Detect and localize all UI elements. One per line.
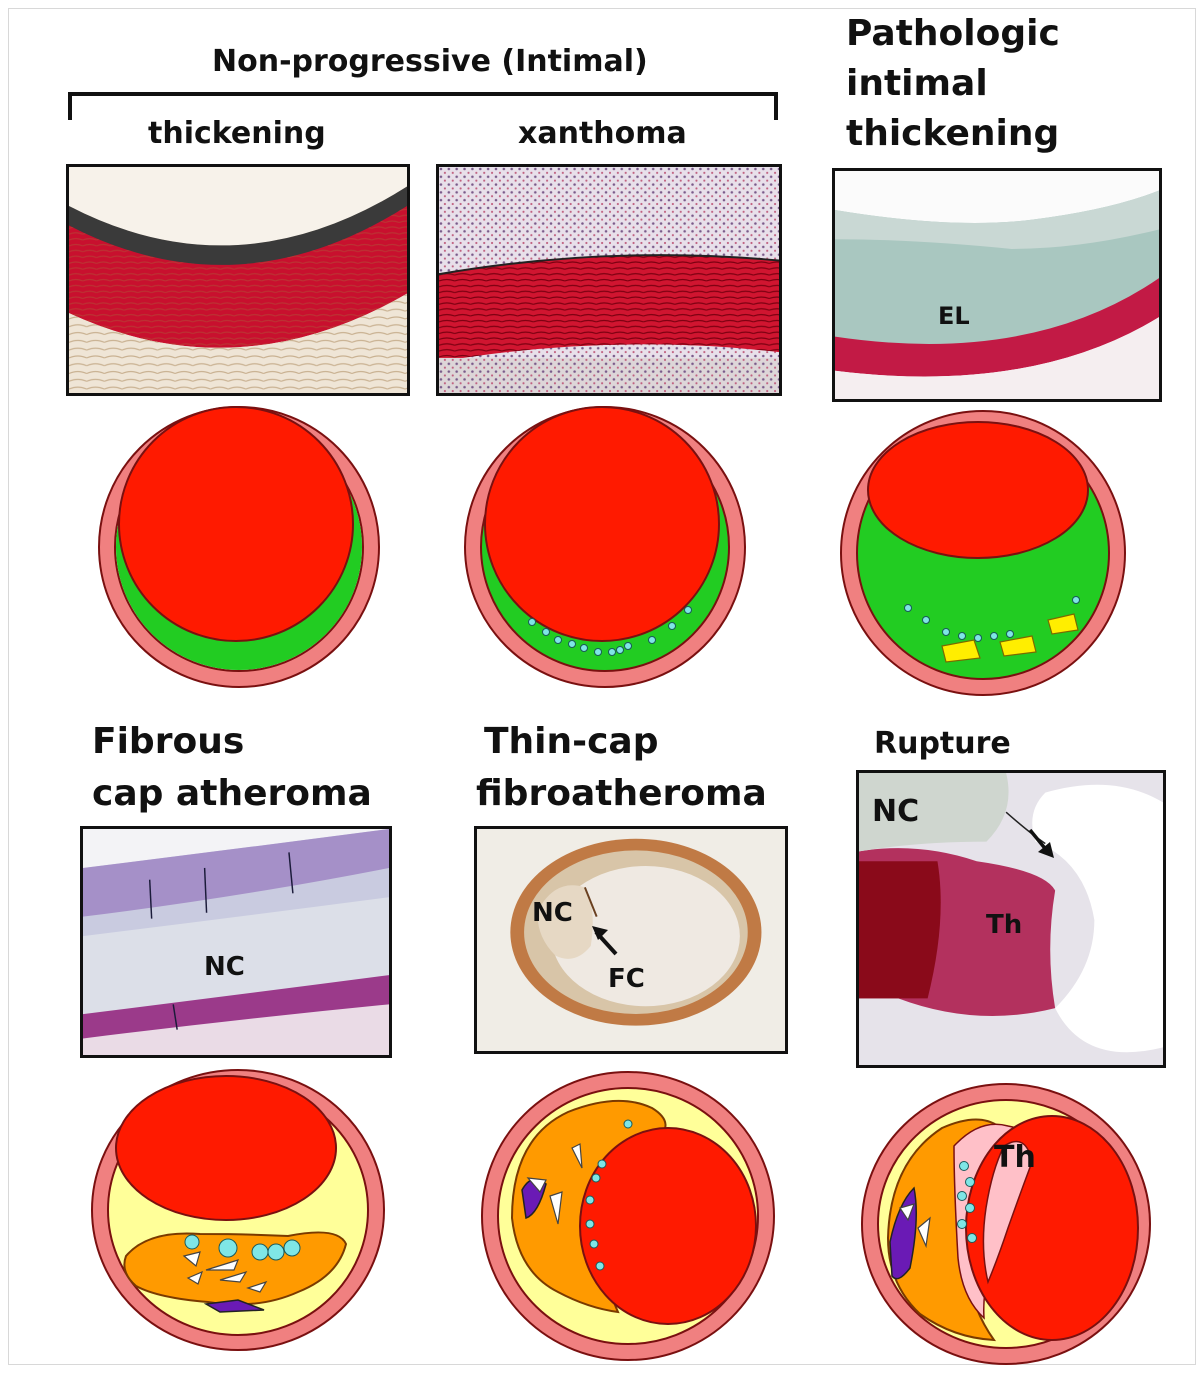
rupture-nc-label: NC <box>872 794 919 829</box>
fca-nc-label: NC <box>204 952 245 982</box>
tcfa-label-line1: Thin-cap <box>484 720 659 764</box>
arrow-icon <box>590 924 620 958</box>
col3-label-line1: Pathologic <box>846 12 1060 56</box>
tcfa-nc-label: NC <box>532 898 573 928</box>
rupture-diagram-th-label: Th <box>994 1140 1036 1175</box>
col1-label: thickening <box>148 116 326 152</box>
diagram-fibrous-cap-atheroma <box>88 1066 388 1354</box>
diagram-intimal-xanthoma <box>462 404 748 690</box>
col2-label: xanthoma <box>518 116 687 152</box>
pit-el-label: EL <box>938 302 970 330</box>
group-label: Non-progressive (Intimal) <box>212 44 648 80</box>
diagram-rupture <box>858 1078 1154 1370</box>
rupture-th-label: Th <box>986 910 1022 940</box>
fca-label-line1: Fibrous <box>92 720 244 764</box>
fca-label-line2: cap atheroma <box>92 772 372 816</box>
diagram-intimal-thickening <box>96 404 382 690</box>
histology-fibrous-cap-atheroma <box>80 826 392 1058</box>
rupture-arrow-icon <box>1026 826 1058 860</box>
histology-thin-cap-fibroatheroma <box>474 826 788 1054</box>
rupture-label: Rupture <box>874 726 1011 762</box>
histology-intimal-xanthoma <box>436 164 782 396</box>
tcfa-fc-label: FC <box>608 964 645 994</box>
col3-label-line3: thickening <box>846 112 1059 156</box>
histology-pathologic-intimal-thickening <box>832 168 1162 402</box>
col3-label-line2: intimal <box>846 62 988 106</box>
tcfa-label-line2: fibroatheroma <box>476 772 767 816</box>
histology-intimal-thickening <box>66 164 410 396</box>
diagram-pathologic-intimal-thickening <box>838 408 1128 698</box>
diagram-thin-cap-fibroatheroma <box>478 1068 778 1364</box>
